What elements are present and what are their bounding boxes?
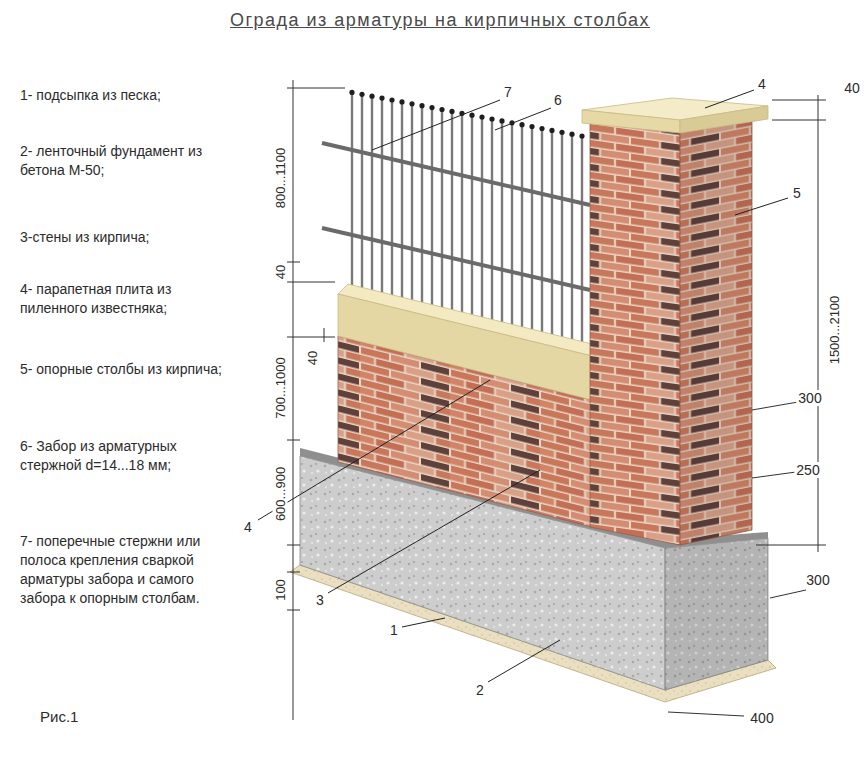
key-note: 7- поперечные стержни или полоса креплен… [20,532,235,608]
rebar-rod [369,94,374,299]
callout-number: 1 [388,622,400,638]
rebar-rod [359,92,364,296]
cross-bars [322,143,590,290]
callout-number: 2 [474,682,486,698]
rebar-rod [519,122,524,335]
dimension-label: 40 [305,349,320,367]
key-note: 6- Забор из арматурных стержной d=14...1… [20,437,235,475]
rebar-rod [349,90,354,294]
dimension-label: 100 [273,577,288,603]
callout-number: 7 [502,84,514,100]
key-note: 3-стены из кирпича; [20,228,235,247]
dimension-label: 40 [842,80,862,96]
dimension-label: 40 [273,263,288,281]
rebar-rod [379,95,384,300]
callout-number: 6 [552,92,564,108]
diagram-title: Ограда из арматуры на кирпичных столбах [230,10,650,31]
leader-lines [258,90,788,682]
dimension-label: 400 [748,710,775,726]
rebar-rod [399,99,404,305]
rebar-rod [509,120,514,332]
key-note: 5- опорные столбы из кирпича; [20,360,235,379]
rebar-rod [559,130,564,345]
callout-number: 5 [791,185,803,201]
rebar-rod [429,105,434,313]
rebar-rod [489,116,494,327]
rebar-rod [499,118,504,330]
dimension-label: 300 [804,572,831,588]
callout-number: 3 [314,592,326,608]
brick-pillar [582,98,768,545]
dimension-label: 1500...2100 [827,294,842,367]
rebar-rod [409,101,414,308]
callout-number: 4 [242,519,254,535]
rebar-rod [469,113,474,323]
rebar-rod [529,124,534,337]
callout-number: 4 [756,76,768,92]
rebar-rod [459,111,464,321]
rebar-rod [449,109,454,318]
rebar-rod [419,103,424,310]
rebar-rod [539,126,544,340]
rebar-rod [389,97,394,303]
dimension-label: 300 [796,390,823,406]
key-note: 4- парапетная плита из пиленного известн… [20,280,235,318]
rebar-rod [479,114,484,325]
parapet-slab [338,284,600,400]
dimension-label: 250 [794,462,821,478]
dimension-label: 600...900 [273,465,288,523]
figure-caption: Рис.1 [40,708,78,725]
rebar-rod [439,107,444,315]
rebar-rod [549,128,554,342]
key-note: 1- подсыпка из песка; [20,86,235,105]
dimension-label: 700...1000 [273,355,288,420]
rebar-rod [569,132,574,348]
rebar-rod [579,133,584,349]
key-note: 2- ленточный фундамент из бетона М-50; [20,142,235,180]
dimension-lines [287,80,826,720]
dimension-label: 800...1100 [273,146,288,210]
